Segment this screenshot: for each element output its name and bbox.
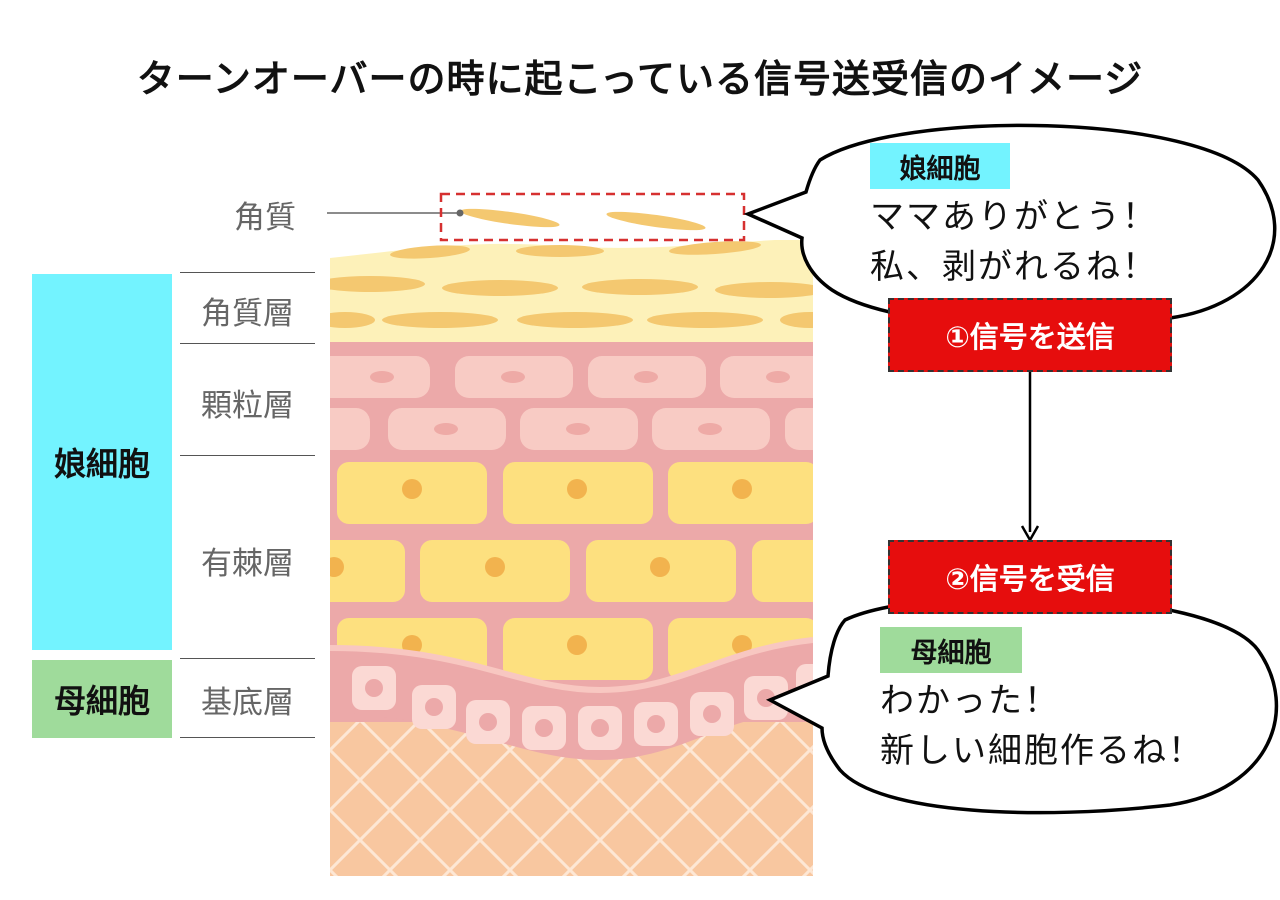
basal-cells (352, 664, 813, 750)
bubble-top-line2: 私、剥がれるね！ (870, 247, 1158, 287)
mother-cell-label: 母細胞 (32, 660, 172, 738)
bubble-top-text: ママありがとう！ 私、剥がれるね！ (870, 192, 1200, 292)
exfoliating-flakes (460, 208, 706, 231)
bubble-bottom-text: わかった！ 新しい細胞作るね！ (880, 676, 1250, 776)
label-spinous: 有棘層 (201, 546, 294, 582)
bubble-bottom-line1: わかった！ (880, 681, 1060, 721)
rule-4 (180, 658, 315, 659)
page-title: ターンオーバーの時に起こっている信号送受信のイメージ (136, 57, 1144, 101)
label-stratum-corneum: 角質層 (201, 296, 294, 332)
corneum-highlight-box (439, 192, 746, 242)
bubble-top-tag: 娘細胞 (870, 143, 1010, 189)
label-granular: 顆粒層 (201, 388, 294, 424)
label-basal: 基底層 (201, 685, 294, 721)
daughter-cell-label: 娘細胞 (32, 274, 172, 650)
rule-2 (180, 343, 315, 344)
signal-send-box: ①信号を送信 (888, 298, 1172, 372)
bubble-bottom-line2: 新しい細胞作るね！ (880, 731, 1204, 771)
rule-1 (180, 272, 315, 273)
corneum-flakes (330, 241, 813, 328)
bubble-bottom-tag: 母細胞 (880, 627, 1022, 673)
arrow-down-icon (1020, 372, 1040, 543)
rule-3 (180, 455, 315, 456)
signal-receive-box: ②信号を受信 (888, 540, 1172, 614)
bubble-top-line1: ママありがとう！ (870, 197, 1158, 237)
rule-5 (180, 737, 315, 738)
label-kakushitsu: 角質 (234, 200, 296, 236)
